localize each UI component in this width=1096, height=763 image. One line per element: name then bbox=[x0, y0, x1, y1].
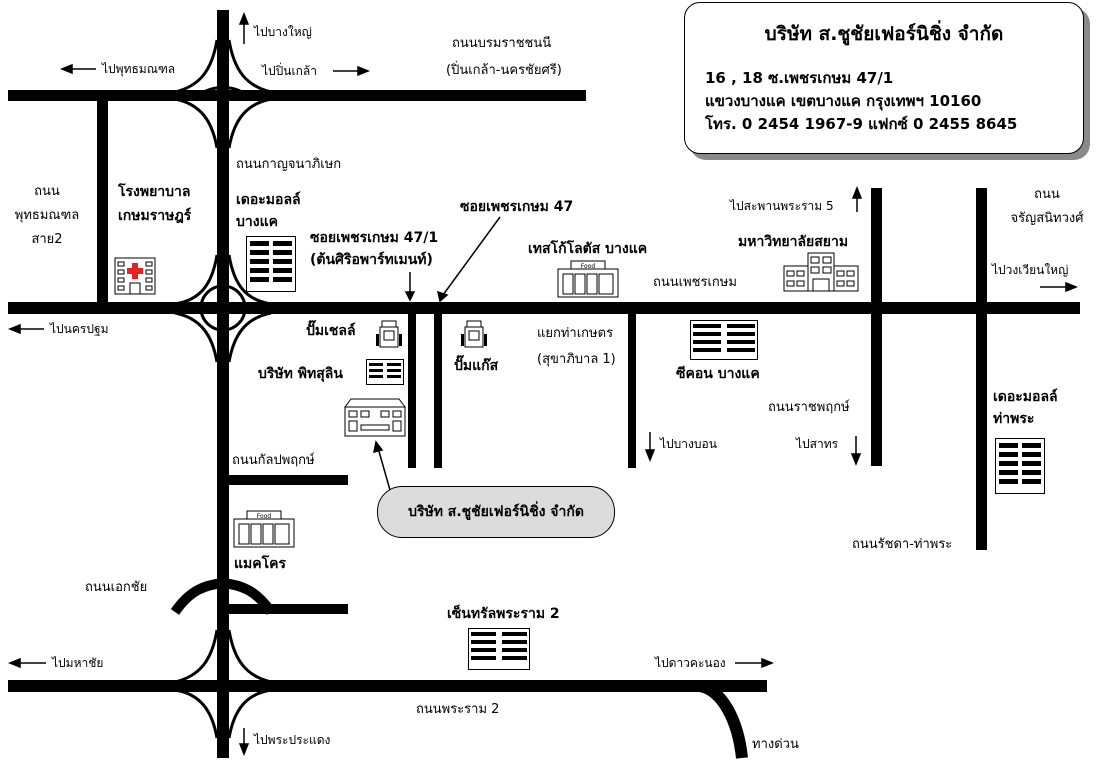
address-line-2: แขวงบางแค เขตบางแค กรุงเทพฯ 10160 bbox=[705, 92, 982, 110]
label-road-boromratchachonnee-sub: (ปิ่นเกล้า-นครชัยศรี) bbox=[446, 63, 562, 78]
label-dir-dao-khanong: ไปดาวคะนอง bbox=[655, 656, 726, 670]
company-info-box: บริษัท ส.ชูชัยเฟอร์นิชิ่ง จำกัด 16 , 18 … bbox=[684, 2, 1084, 154]
label-soi-47-1-sub: (ต้นศิริอพาร์ทเมนท์) bbox=[310, 252, 433, 268]
label-shell: ปั๊มเชลล์ bbox=[306, 323, 356, 339]
label-road-ratchaphruek: ถนนราชพฤกษ์ bbox=[768, 400, 850, 415]
tesco-sign-text: Food bbox=[581, 263, 596, 270]
road-tha-kaset bbox=[628, 302, 636, 468]
label-tha-kaset-sub: (สุขาภิบาล 1) bbox=[537, 352, 616, 367]
makro-sign-text: Food bbox=[257, 513, 272, 520]
label-road-ratchada: ถนนรัชดา-ท่าพระ bbox=[852, 537, 953, 552]
label-seacon: ซีคอน บางแค bbox=[676, 366, 760, 382]
address-line-3: โทร. 0 2454 1967-9 แฟกซ์ 0 2455 8645 bbox=[705, 115, 1018, 133]
label-mall-bangkae: เดอะมอลล์ บางแค bbox=[236, 192, 301, 230]
road-expressway-curve bbox=[698, 680, 748, 759]
label-road-charansanitwong: ถนน จรัญสนิทวงศ์ bbox=[1010, 187, 1084, 226]
road-boromratchachonnee bbox=[8, 90, 586, 101]
label-dir-mahachai: ไปมหาชัย bbox=[52, 656, 104, 670]
label-soi-47: ซอยเพชรเกษม 47 bbox=[460, 199, 574, 215]
label-dir-pinklao: ไปปิ่นเกล้า bbox=[262, 64, 317, 78]
road-kanlapaphruek bbox=[229, 475, 348, 485]
road-soi-47 bbox=[434, 302, 442, 468]
label-road-kanchanaphisek: ถนนกาญจนาภิเษก bbox=[236, 157, 342, 172]
interchange-top bbox=[174, 39, 272, 149]
label-expressway: ทางด่วน bbox=[752, 737, 799, 752]
road-ekachai bbox=[229, 604, 348, 614]
label-mall-thapra: เดอะมอลล์ ท่าพระ bbox=[993, 389, 1058, 427]
label-road-kanlapaphruek: ถนนกัลปพฤกษ์ bbox=[232, 453, 315, 468]
label-dir-bang-yai: ไปบางใหญ่ bbox=[254, 25, 312, 39]
road-soi-47-1 bbox=[408, 302, 416, 468]
interchange-bottom bbox=[174, 629, 272, 739]
label-dir-phutthamonthon: ไปพุทธมณฑล bbox=[102, 62, 176, 76]
label-dir-phra-pradaeng: ไปพระประแดง bbox=[254, 733, 331, 747]
road-ekachai-curve bbox=[170, 577, 276, 615]
label-siam-univ: มหาวิทยาลัยสยาม bbox=[738, 234, 849, 250]
company-name: บริษัท ส.ชูชัยเฟอร์นิชิ่ง จำกัด bbox=[764, 23, 1004, 45]
company-address: 16 , 18 ซ.เพชรเกษม 47/1 แขวงบางแค เขตบาง… bbox=[705, 67, 1017, 136]
road-phutthamonthon bbox=[97, 90, 108, 302]
direction-arrows bbox=[7, 11, 1079, 757]
label-soi-47-1: ซอยเพชรเกษม 47/1 bbox=[310, 230, 439, 246]
road-ratchaphruek bbox=[871, 188, 882, 466]
road-charansanitwong bbox=[976, 188, 987, 550]
label-phitsulin: บริษัท พิทสุลิน bbox=[258, 366, 343, 382]
label-central-rama2: เซ็นทรัลพระราม 2 bbox=[447, 606, 560, 622]
label-tesco: เทสโก้โลตัส บางแค bbox=[528, 241, 648, 257]
interchange-middle bbox=[174, 254, 272, 363]
company-location-callout: บริษัท ส.ชูชัยเฟอร์นิชิ่ง จำกัด bbox=[377, 486, 615, 538]
label-road-rama2: ถนนพระราม 2 bbox=[416, 702, 500, 717]
label-hospital: โรงพยาบาล เกษมราษฎร์ bbox=[118, 184, 192, 224]
label-road-phutthamonthon: ถนน พุทธมณฑล สาย2 bbox=[14, 184, 80, 247]
label-tha-kaset: แยกท่าเกษตร bbox=[537, 326, 614, 341]
label-dir-saphan-rama5: ไปสะพานพระราม 5 bbox=[730, 199, 834, 213]
label-gas: ปั๊มแก๊ส bbox=[454, 358, 499, 374]
road-rama2 bbox=[8, 680, 767, 692]
road-kanchanaphisek bbox=[217, 10, 229, 758]
label-dir-sathon: ไปสาทร bbox=[796, 437, 839, 451]
label-makro: แมคโคร bbox=[234, 556, 287, 572]
road-phetkasem bbox=[8, 302, 1080, 314]
label-road-phetkasem: ถนนเพชรเกษม bbox=[653, 275, 737, 290]
address-line-1: 16 , 18 ซ.เพชรเกษม 47/1 bbox=[705, 69, 894, 87]
label-dir-bang-bon: ไปบางบอน bbox=[660, 437, 717, 451]
label-dir-wongwian-yai: ไปวงเวียนใหญ่ bbox=[992, 263, 1069, 277]
label-road-boromratchachonnee: ถนนบรมราชชนนี bbox=[452, 36, 552, 51]
label-road-ekachai: ถนนเอกชัย bbox=[85, 580, 148, 595]
label-dir-nakhon-pathom: ไปนครปฐม bbox=[50, 322, 109, 336]
